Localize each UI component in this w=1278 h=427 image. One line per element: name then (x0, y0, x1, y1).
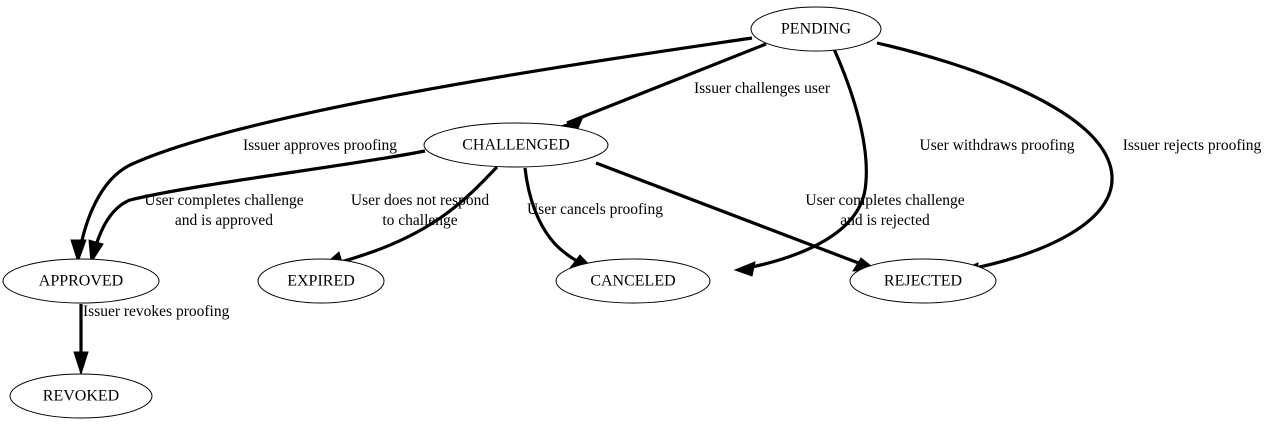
node-label-rejected: REJECTED (884, 273, 962, 290)
node-ellipse-expired (257, 258, 385, 304)
edge-line-challenged-rejected (595, 161, 870, 269)
edge-challenged-approved (88, 149, 426, 265)
node-label-canceled: CANCELED (590, 273, 675, 290)
edge-label-challenged-approved: and is approved (175, 212, 273, 229)
edge-label-approved-revoked: Issuer revokes proofing (83, 303, 230, 320)
node-ellipse-challenged (423, 122, 609, 168)
edge-label-challenged-rejected: and is rejected (840, 212, 930, 229)
edge-arrowhead-challenged-approved (88, 239, 104, 265)
node-ellipse-rejected (849, 258, 997, 304)
edge-arrowhead-pending-canceled (733, 261, 756, 277)
node-approved[interactable]: APPROVED (2, 258, 160, 304)
node-rejected[interactable]: REJECTED (849, 258, 997, 304)
node-label-challenged: CHALLENGED (462, 137, 570, 154)
edge-label-challenged-approved: User completes challenge (144, 192, 303, 209)
edge-line-pending-rejected (876, 41, 1114, 272)
edge-pending-canceled (733, 48, 868, 277)
node-challenged[interactable]: CHALLENGED (423, 122, 609, 168)
node-ellipse-approved (2, 258, 160, 304)
node-pending[interactable]: PENDING (750, 6, 882, 52)
node-ellipse-pending (750, 6, 882, 52)
node-label-approved: APPROVED (39, 273, 123, 290)
edge-line-pending-approved (77, 36, 753, 256)
edge-arrowhead-pending-approved (70, 239, 87, 264)
edge-label-pending-canceled: User withdraws proofing (920, 137, 1075, 154)
edge-label-challenged-expired: to challenge (382, 212, 457, 229)
edge-label-challenged-rejected: User completes challenge (805, 192, 964, 209)
edge-label-pending-rejected: Issuer rejects proofing (1123, 137, 1262, 154)
node-canceled[interactable]: CANCELED (555, 258, 711, 304)
node-ellipse-canceled (555, 258, 711, 304)
node-label-expired: EXPIRED (287, 273, 355, 290)
edge-label-pending-approved: Issuer approves proofing (243, 137, 397, 154)
edge-pending-rejected (876, 41, 1114, 278)
node-ellipse-revoked (9, 373, 153, 419)
node-label-pending: PENDING (781, 21, 852, 38)
edge-line-pending-challenged (566, 42, 767, 125)
edge-line-pending-canceled (741, 48, 868, 271)
node-revoked[interactable]: REVOKED (9, 373, 153, 419)
edge-label-challenged-expired: User does not respond (351, 192, 489, 209)
edge-line-challenged-approved (91, 149, 426, 257)
edge-challenged-canceled (523, 167, 595, 270)
edge-label-challenged-canceled: User cancels proofing (527, 201, 663, 218)
node-label-revoked: REVOKED (43, 388, 119, 405)
edge-pending-approved (70, 36, 753, 264)
nodes-layer: PENDING CHALLENGED APPROVED EXPIRED CANCELED… (2, 6, 997, 419)
edge-approved-revoked (73, 304, 89, 376)
edge-label-pending-challenged: Issuer challenges user (694, 80, 831, 97)
node-expired[interactable]: EXPIRED (257, 258, 385, 304)
edge-arrowhead-approved-revoked (73, 351, 89, 376)
